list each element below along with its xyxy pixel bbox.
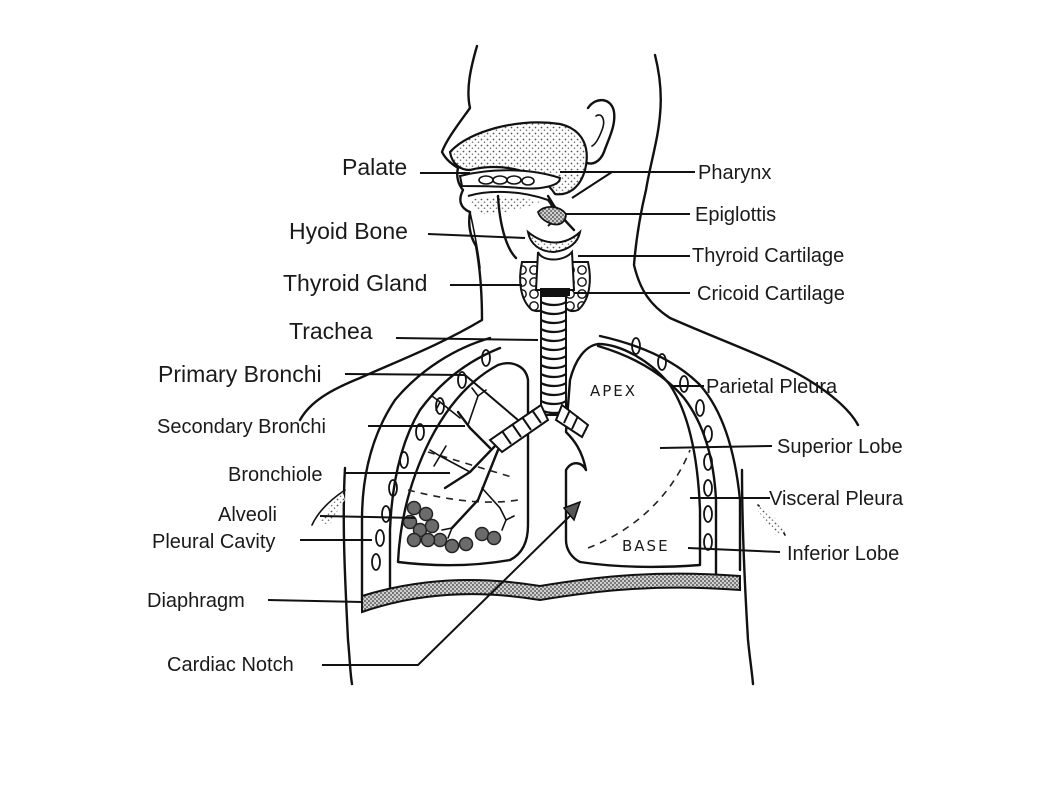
trachea <box>540 295 567 416</box>
rib-cross-section <box>415 423 425 441</box>
trachea-ring <box>540 364 567 370</box>
rib-cross-section <box>703 453 713 471</box>
alveolus <box>406 500 422 516</box>
label-secondary-bronchi: Secondary Bronchi <box>157 416 326 438</box>
apex-label: APEX <box>590 382 637 400</box>
trachea-ring <box>540 400 567 406</box>
trachea-ring <box>540 319 567 325</box>
ear <box>583 99 616 165</box>
trachea-ring <box>540 373 567 379</box>
alveolus <box>432 532 448 548</box>
alveolus <box>420 532 436 548</box>
rib-cross-section <box>457 371 467 389</box>
rib-cross-section <box>703 505 713 523</box>
label-thyroid-cartilage: Thyroid Cartilage <box>692 245 844 267</box>
rib-cross-section <box>481 349 491 367</box>
label-cardiac-notch: Cardiac Notch <box>167 654 294 676</box>
cardiac-notch-arrow <box>322 500 582 666</box>
label-parietal-pleura: Parietal Pleura <box>706 376 838 398</box>
larynx <box>526 206 582 254</box>
trachea-ring <box>540 391 567 397</box>
label-bronchiole: Bronchiole <box>228 464 323 486</box>
trachea-ring <box>540 382 567 388</box>
nasal-cavity <box>448 121 588 227</box>
bronchial-tree <box>402 387 590 554</box>
label-pharynx: Pharynx <box>698 162 771 184</box>
alveolus <box>444 538 460 554</box>
rib-cross-section <box>679 375 689 393</box>
right-lung <box>564 342 702 569</box>
rib-cross-section <box>695 399 705 417</box>
body-outline <box>298 44 860 686</box>
label-pleural-cavity: Pleural Cavity <box>152 531 275 553</box>
trachea-ring <box>540 337 567 343</box>
left-lung <box>396 362 530 567</box>
rib-cross-section <box>381 505 391 523</box>
rib-cross-section <box>703 425 713 443</box>
label-epiglottis: Epiglottis <box>695 204 776 226</box>
leader-lines <box>267 171 781 603</box>
alveolus <box>418 506 434 522</box>
label-cricoid-cartilage: Cricoid Cartilage <box>697 283 845 305</box>
label-trachea: Trachea <box>289 318 373 344</box>
rib-cross-section <box>703 533 713 551</box>
label-alveoli: Alveoli <box>218 504 277 526</box>
alveolus <box>474 526 490 542</box>
trachea-ring <box>540 355 567 361</box>
rib-cross-section <box>657 353 667 371</box>
trachea-ring <box>540 310 567 316</box>
label-superior-lobe: Superior Lobe <box>777 436 903 458</box>
rib-cross-section <box>703 479 713 497</box>
alveolus <box>406 532 422 548</box>
trachea-ring <box>540 328 567 334</box>
rib-cross-section <box>371 553 381 571</box>
alveolus <box>424 518 440 534</box>
trachea-ring <box>540 301 567 307</box>
rib-cross-section <box>631 337 641 355</box>
rib-cross-section <box>388 479 398 497</box>
label-diaphragm: Diaphragm <box>147 590 245 612</box>
trachea-ring <box>540 346 567 352</box>
thyroid-gland <box>519 249 591 312</box>
label-palate: Palate <box>342 154 407 180</box>
label-hyoid-bone: Hyoid Bone <box>289 218 408 244</box>
rib-cross-section <box>375 529 385 547</box>
label-thyroid-gland: Thyroid Gland <box>283 270 427 296</box>
label-visceral-pleura: Visceral Pleura <box>769 488 904 510</box>
label-primary-bronchi: Primary Bronchi <box>158 361 322 387</box>
alveolus <box>458 536 474 552</box>
diaphragm <box>361 572 741 614</box>
base-label: BASE <box>622 537 670 555</box>
rib-cross-section <box>399 451 409 469</box>
alveolus <box>486 530 502 546</box>
label-inferior-lobe: Inferior Lobe <box>787 543 899 565</box>
